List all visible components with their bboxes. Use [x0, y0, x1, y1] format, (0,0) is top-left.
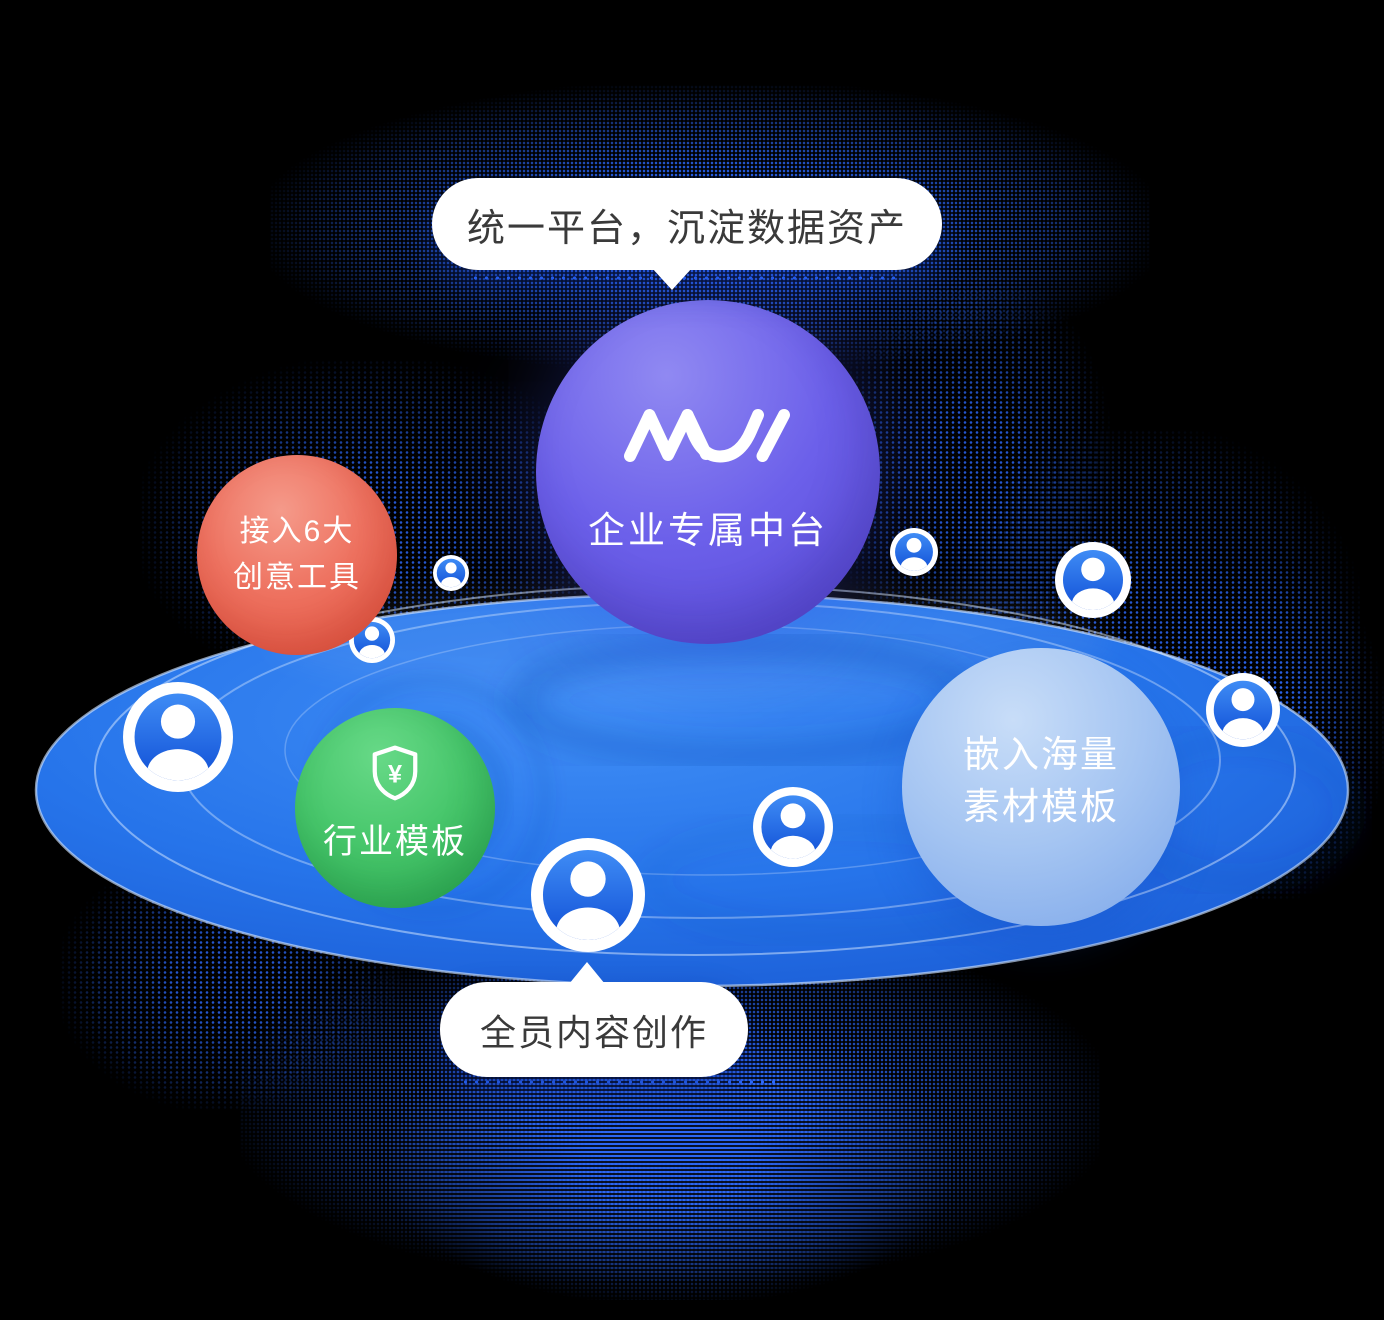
shield-yuan-icon: ¥ — [372, 745, 418, 801]
sphere-enterprise-platform: 企业专属中台 — [536, 300, 880, 644]
sphere-label: 企业专属中台 — [588, 510, 828, 551]
sphere-material-templates: 嵌入海量 素材模板 — [902, 648, 1180, 926]
user-avatar-icon — [349, 617, 395, 663]
sphere-label-line: 嵌入海量 — [963, 734, 1119, 775]
user-avatar-icon — [1055, 542, 1131, 618]
sphere-industry-templates: ¥ 行业模板 — [295, 708, 495, 908]
user-avatar-icon — [531, 838, 645, 952]
brand-wave-logo-icon — [624, 409, 790, 463]
dotted-line — [460, 1080, 780, 1084]
sphere-creative-tools: 接入6大 创意工具 — [197, 455, 397, 655]
sphere-label-line: 创意工具 — [233, 561, 361, 594]
speech-bubble-bottom: 全员内容创作 — [440, 962, 748, 1077]
user-avatar-icon — [890, 528, 938, 576]
speech-bubble-text: 全员内容创作 — [479, 1011, 708, 1053]
user-avatar — [433, 555, 469, 591]
user-avatar-icon — [1206, 673, 1280, 747]
user-avatar — [123, 682, 233, 792]
user-avatar — [531, 838, 645, 952]
user-avatar — [1055, 542, 1131, 618]
sphere-label-line: 素材模板 — [963, 786, 1119, 827]
user-avatar — [890, 528, 938, 576]
speech-bubble-text: 统一平台，沉淀数据资产 — [466, 207, 907, 250]
user-avatar-icon — [753, 787, 833, 867]
user-avatar-icon — [433, 555, 469, 591]
sphere-label-line: 接入6大 — [239, 515, 355, 548]
user-avatar-icon — [123, 682, 233, 792]
user-avatar — [753, 787, 833, 867]
user-avatar — [1206, 673, 1280, 747]
speech-bubble-top: 统一平台，沉淀数据资产 — [432, 178, 942, 290]
svg-text:¥: ¥ — [388, 760, 402, 788]
user-avatar — [349, 617, 395, 663]
sphere-label: 行业模板 — [323, 823, 467, 861]
